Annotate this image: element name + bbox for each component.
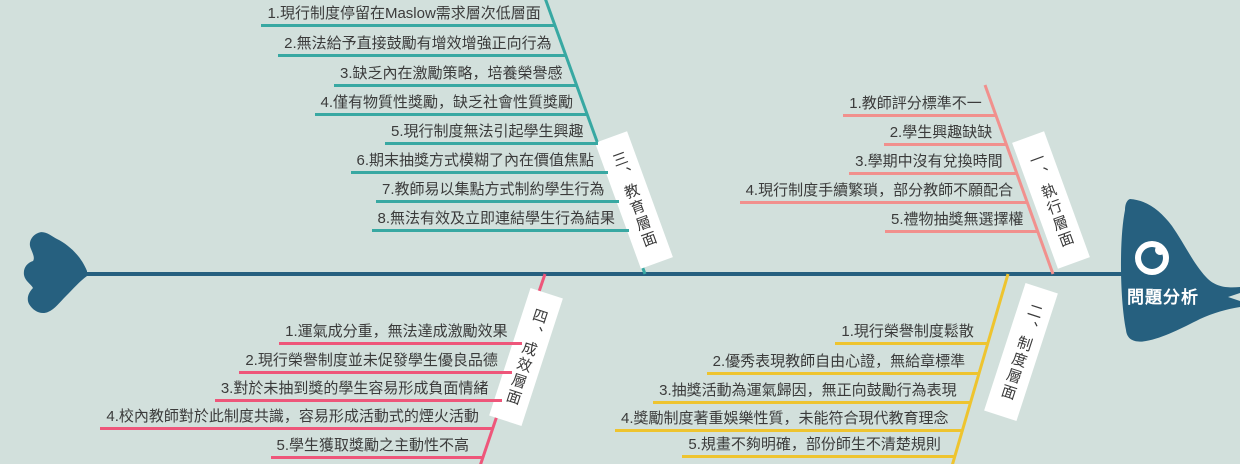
bone-execution	[983, 84, 1055, 275]
cause-item-education-5: 5.現行制度無法引起學生興趣	[385, 122, 598, 145]
eye-icon	[1135, 241, 1169, 275]
fish-tail-icon	[23, 232, 87, 314]
cause-item-education-6: 6.期末抽獎方式模糊了內在價值焦點	[350, 151, 609, 174]
problem-title: 問題分析	[1127, 288, 1199, 307]
cause-item-effectiveness-1: 1.運氣成分重，無法達成激勵效果	[279, 322, 522, 345]
cause-item-effectiveness-3: 3.對於未抽到獎的學生容易形成負面情緒	[214, 379, 503, 402]
bone-system	[951, 273, 1010, 464]
cause-item-execution-3: 3.學期中沒有兌換時間	[849, 152, 1017, 175]
cause-item-education-4: 4.僅有物質性獎勵，缺乏社會性質獎勵	[314, 93, 588, 116]
cause-item-system-1: 1.現行榮譽制度鬆散	[835, 322, 988, 345]
cause-item-system-5: 5.規畫不夠明確，部份師生不清楚規則	[682, 435, 955, 458]
cause-item-effectiveness-4: 4.校內教師對於此制度共識，容易形成活動式的煙火活動	[100, 407, 493, 430]
cause-item-effectiveness-2: 2.現行榮譽制度並未促發學生優良品德	[239, 351, 512, 374]
cause-item-system-2: 2.優秀表現教師自由心證，無給章標準	[706, 352, 980, 375]
cause-item-education-1: 1.現行制度停留在Maslow需求層次低層面	[261, 4, 555, 27]
cause-item-system-4: 4.獎勵制度著重娛樂性質，未能符合現代教育理念	[614, 409, 963, 432]
cause-item-execution-2: 2.學生興趣缺缺	[883, 123, 1007, 146]
cause-item-education-8: 8.無法有效及立即連結學生行為結果	[371, 209, 630, 232]
fish-head	[1120, 199, 1240, 342]
cause-item-system-3: 3.抽獎活動為運氣歸因，無正向鼓勵行為表現	[653, 381, 971, 404]
cause-item-education-3: 3.缺乏內在激勵策略，培養榮譽感	[334, 64, 577, 87]
cause-item-effectiveness-5: 5.學生獲取獎勵之主動性不高	[270, 436, 484, 459]
cause-item-execution-5: 5.禮物抽獎無選擇權	[885, 210, 1038, 233]
cause-item-execution-1: 1.教師評分標準不一	[843, 94, 996, 117]
cause-item-education-2: 2.無法給予直接鼓勵有增效增強正向行為	[278, 34, 566, 57]
cause-item-education-7: 7.教師易以集點方式制約學生行為	[376, 180, 619, 203]
cause-item-execution-4: 4.現行制度手續繁瑣，部分教師不願配合	[739, 181, 1028, 204]
